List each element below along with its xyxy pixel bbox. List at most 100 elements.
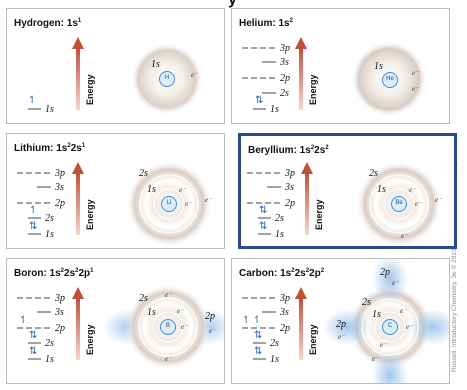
electron-label: e⁻ [415, 200, 422, 208]
nucleus-symbol: He [382, 72, 398, 88]
electron-label: e⁻ [380, 341, 387, 349]
panel-title: Beryllium: 1s22s2 [248, 145, 329, 156]
level-1s-arrows: ↿ [28, 95, 37, 106]
level-3p-label: 3p [285, 168, 295, 179]
level-2s-arrows: ⇅ [254, 330, 263, 341]
level-3p-label: 3p [55, 168, 65, 179]
energy-axis-label: Energy [314, 199, 324, 230]
level-3s-label: 3s [55, 182, 64, 193]
level-2s-arrows: ⇅ [29, 330, 38, 341]
panel-title: Lithium: 1s22s1 [14, 143, 86, 154]
level-2p-arrows: ↿ ↿ [242, 315, 262, 326]
level-2s-arrows: ⇅ [259, 205, 268, 216]
level-3s-label: 3s [285, 182, 294, 193]
electron-label: e⁻ [177, 307, 184, 315]
panel-title: Helium: 1s2 [239, 18, 293, 29]
nucleus-symbol: B [160, 319, 176, 335]
electron-label: e⁻ [209, 327, 216, 335]
orbital-label-2p-top: 2p [380, 267, 390, 278]
level-2s-label: 2s [280, 88, 289, 99]
orbital-label-2s: 2s [139, 293, 148, 304]
level-1s-arrows: ⇅ [29, 346, 38, 357]
orbital-label-2s: 2s [139, 168, 148, 179]
level-1s-label: 1s [45, 104, 54, 115]
nucleus-symbol: H [159, 71, 175, 87]
orbital-label-1s: 1s [147, 307, 156, 318]
energy-axis-label: Energy [308, 324, 318, 355]
orbital-label-1s: 1s [374, 61, 383, 72]
energy-axis-label: Energy [85, 324, 95, 355]
electron-label: e⁻ [401, 232, 408, 240]
level-2p-label: 2p [280, 323, 290, 334]
orbital-label-2s: 2s [362, 297, 371, 308]
nucleus-symbol: Be [391, 196, 407, 212]
level-2s-label: 2s [275, 213, 284, 224]
electron-label: e⁻ [412, 85, 419, 93]
orbital-label-2s: 2s [369, 168, 378, 179]
partial-heading: y [228, 0, 237, 9]
orbital-label-2p-left: 2p [336, 319, 346, 330]
level-1s-label: 1s [275, 229, 284, 240]
electron-label: e⁻ [435, 196, 442, 204]
level-1s-label: 1s [270, 354, 279, 365]
level-1s-arrows: ⇅ [29, 221, 38, 232]
energy-axis-label: Energy [85, 74, 95, 105]
level-3s-label: 3s [280, 57, 289, 68]
level-2s-arrows: ↿ [29, 205, 38, 216]
electron-label: e⁻ [406, 323, 413, 331]
panel-beryllium: Beryllium: 1s22s2 Energy 3p 3s 2p ⇅ 2s ⇅… [238, 133, 457, 249]
level-1s-arrows: ⇅ [254, 346, 263, 357]
hydrogen-diagram [28, 37, 203, 115]
orbital-label-1s: 1s [377, 184, 386, 195]
boron-diagram [17, 284, 224, 370]
panel-title: Hydrogen: 1s1 [14, 18, 82, 29]
level-2s-label: 2s [270, 338, 279, 349]
level-3s-label: 3s [280, 307, 289, 318]
electron-label: e⁻ [412, 69, 419, 77]
electron-label: e⁻ [165, 355, 172, 363]
orbital-label-1s: 1s [151, 59, 160, 70]
panel-hydrogen: Hydrogen: 1s1 Energy ↿ 1s 1s H e⁻ [6, 8, 225, 124]
level-3p-label: 3p [55, 293, 65, 304]
level-1s-arrows: ⇅ [255, 95, 264, 106]
panel-lithium: Lithium: 1s22s1 Energy 3p 3s 2p ↿ 2s ⇅ 1… [6, 133, 225, 249]
helium-diagram [242, 37, 427, 117]
panel-boron: Boron: 1s22s22p1 Energy 3p 3s ↿ 2p ⇅ 2s … [6, 258, 225, 384]
orbital-label-2p: 2p [205, 311, 215, 322]
level-2p-label: 2p [55, 198, 65, 209]
level-1s-label: 1s [45, 354, 54, 365]
beryllium-diagram [247, 161, 442, 246]
panel-helium: Helium: 1s2 Energy 3p 3s 2p 2s ⇅ 1s 1s H… [231, 8, 450, 124]
electron-label: e⁻ [409, 186, 416, 194]
level-2s-label: 2s [45, 338, 54, 349]
panel-title: Boron: 1s22s22p1 [14, 268, 94, 279]
level-3s-label: 3s [55, 307, 64, 318]
electron-label: e⁻ [205, 196, 212, 204]
energy-axis-label: Energy [308, 74, 318, 105]
level-3p-label: 3p [280, 293, 290, 304]
panel-carbon: Carbon: 1s22s22p2 Energy 3p 3s ↿ ↿ 2p ⇅ … [231, 258, 450, 384]
nucleus-symbol: Li [161, 196, 177, 212]
level-2p-label: 2p [285, 198, 295, 209]
electron-label: e⁻ [400, 307, 407, 315]
nucleus-symbol: C [382, 319, 398, 335]
lithium-diagram [17, 161, 212, 247]
level-2s-label: 2s [45, 213, 54, 224]
level-1s-label: 1s [270, 104, 279, 115]
level-2p-arrows: ↿ [19, 315, 28, 326]
level-1s-label: 1s [45, 229, 54, 240]
level-2p-label: 2p [55, 323, 65, 334]
electron-label: e⁻ [181, 323, 188, 331]
electron-label: e⁻ [185, 200, 192, 208]
electron-label: e⁻ [179, 186, 186, 194]
level-3p-label: 3p [280, 43, 290, 54]
electron-label: e⁻ [372, 355, 379, 363]
orbital-label-1s: 1s [147, 184, 156, 195]
panel-title: Carbon: 1s22s22p2 [239, 268, 325, 279]
orbital-label-1s: 1s [372, 309, 381, 320]
energy-axis-label: Energy [85, 199, 95, 230]
electron-label: e⁻ [165, 291, 172, 299]
electron-label: e⁻ [338, 333, 345, 341]
electron-label: e⁻ [191, 71, 198, 79]
electron-label: e⁻ [392, 279, 399, 287]
